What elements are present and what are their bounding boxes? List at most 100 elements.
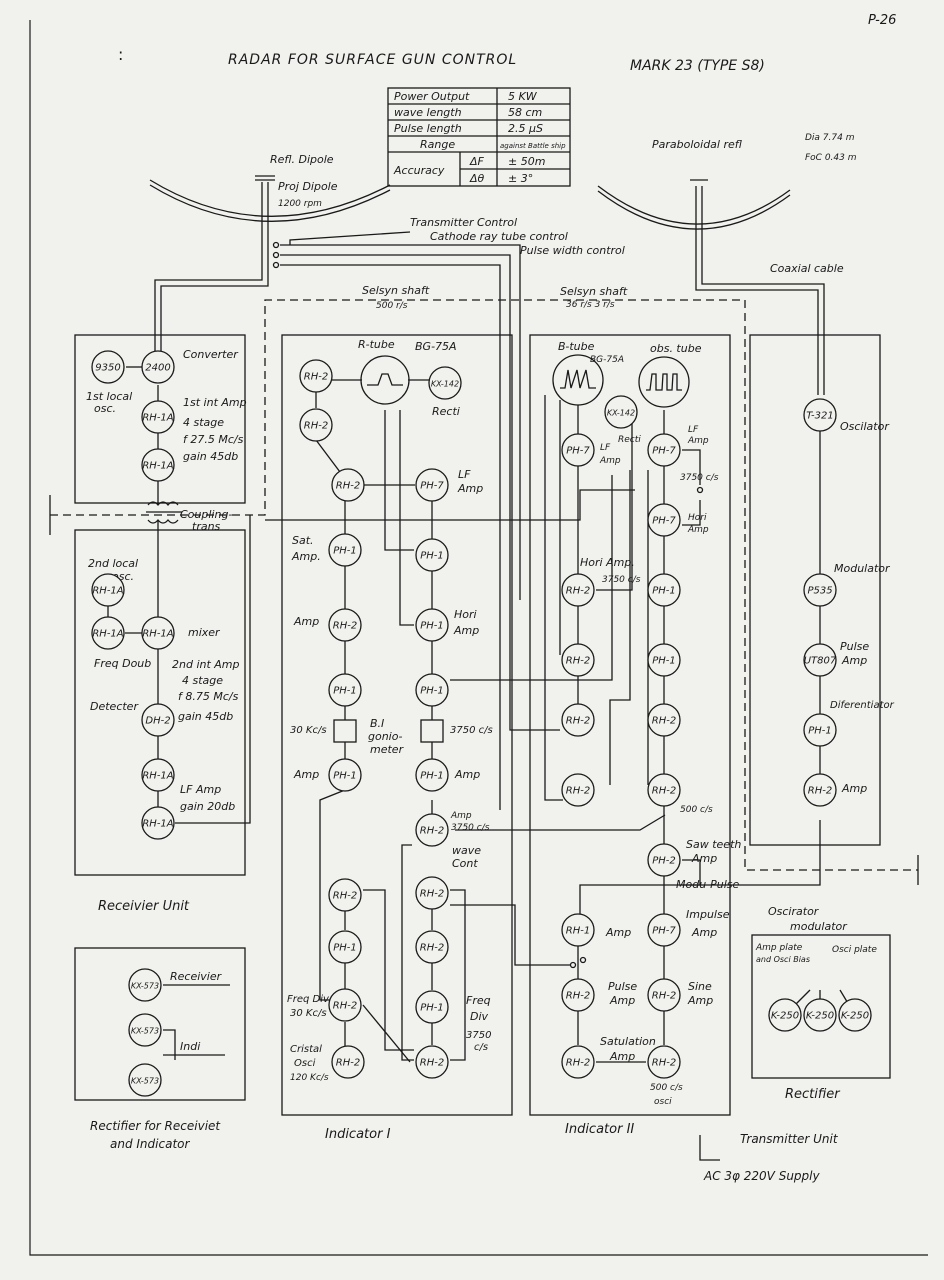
label: Diferentiator [830, 700, 895, 711]
tube-i1_rh2e [415, 813, 449, 847]
indicator-2-box [529, 334, 731, 1116]
coaxial-feeder [695, 186, 819, 395]
tube-k250a [768, 998, 802, 1032]
tube-label: RH-2 [420, 889, 444, 900]
tube-i1_ph1b [415, 538, 449, 572]
tube-label: PH-2 [652, 856, 676, 867]
tube-tx_rh2 [803, 773, 837, 807]
label: Amp [687, 994, 713, 1007]
tube-label: RH-2 [304, 421, 328, 432]
label: Cont [452, 857, 478, 870]
spec-value: 58 cm [508, 106, 542, 119]
label: Satulation [600, 1035, 656, 1048]
label: Recti [618, 435, 641, 445]
tube-i1_rh2g [415, 876, 449, 910]
label: Hori [454, 608, 477, 621]
label: Hori Amp. [580, 556, 635, 569]
label: gain 45db [178, 710, 233, 723]
label: 120 Kc/s [290, 1073, 329, 1083]
tube-label: RH-2 [652, 991, 676, 1002]
spec-value: against Battle ship [500, 142, 566, 150]
tube-i2_ph7c [647, 503, 681, 537]
label: Amp plate [755, 943, 803, 953]
tube-label: RH-1A [142, 819, 173, 830]
tube-label: PH-1 [333, 546, 357, 557]
label: gain 20db [180, 800, 235, 813]
spec-value: ± 3° [508, 172, 533, 185]
tube-i2_rh2c [647, 703, 681, 737]
label: LF [458, 468, 471, 481]
tube-t_rh1d [91, 616, 125, 650]
label: LF [600, 443, 611, 453]
label: 2nd int Amp [172, 658, 240, 671]
tube-label: PH-1 [333, 686, 357, 697]
label: Hori [688, 513, 707, 523]
tube-t_rh1e [141, 616, 175, 650]
page-label: P-26 [868, 13, 896, 28]
tube-i1_rh2f [328, 878, 362, 912]
tube-i1_ph1f [328, 758, 362, 792]
tube-label: RH-1A [142, 413, 173, 424]
tube-label: P535 [807, 586, 832, 597]
tube-label: RH-2 [333, 891, 357, 902]
tube-t2400 [141, 350, 175, 384]
label: 1st local [86, 390, 132, 403]
label: Osci [294, 1058, 316, 1069]
tube-label: RH-1A [92, 586, 123, 597]
label: trans [192, 520, 221, 533]
label: Amp [687, 436, 709, 446]
label: R-tube [358, 338, 395, 351]
tube-label: RH-1A [142, 771, 173, 782]
tube-label: RH-2 [566, 1058, 590, 1069]
label: Amp [454, 768, 480, 781]
tube-label: PH-1 [420, 771, 444, 782]
label: Indicator II [565, 1122, 634, 1137]
tube-label: RH-2 [808, 786, 832, 797]
tube-label: RH-1A [142, 629, 173, 640]
tube-label: DH-2 [145, 716, 170, 727]
tube-label: RH-2 [420, 1058, 444, 1069]
label: Amp [841, 782, 867, 795]
tube-i2_rh2b [561, 643, 595, 677]
label: Pulse [608, 980, 637, 993]
label: AC 3φ 220V Supply [703, 1169, 820, 1183]
left-feeder [154, 182, 263, 355]
spec-table: Power Output 5 KW wave length 58 cm Puls… [393, 90, 566, 185]
tube-label: PH-1 [420, 551, 444, 562]
label: Amp [609, 994, 635, 1007]
label: Receivier Unit [98, 899, 190, 914]
tube-t_rh1c [91, 573, 125, 607]
diagram-subtitle: MARK 23 (TYPE S8) [630, 58, 765, 74]
label: B-tube [558, 340, 595, 353]
indicator-1-box [281, 334, 513, 1116]
label: c/s [474, 1042, 488, 1053]
tube-label: RH-2 [420, 826, 444, 837]
tube-i2_ph1a [647, 573, 681, 607]
label: Amp [293, 615, 319, 628]
label: Transmitter Control [410, 216, 517, 229]
tube-label: PH-1 [420, 621, 444, 632]
label: osc. [94, 402, 116, 415]
label: f 27.5 Mc/s [183, 433, 244, 446]
label: 2nd local [88, 557, 138, 570]
tube-i2_rh2e [561, 773, 595, 807]
label: Modulator [834, 562, 891, 575]
tube-label: PH-7 [420, 481, 444, 492]
label: Saw teeth [686, 838, 741, 851]
label: LF [688, 425, 699, 435]
tube-i2_rh1 [561, 913, 595, 947]
label: Cathode ray tube control [430, 230, 568, 243]
tube-label: KX-142 [607, 409, 635, 418]
label: Receivier [170, 970, 223, 983]
tube-label: PH-7 [652, 926, 676, 937]
tube-label: PH-1 [420, 1003, 444, 1014]
tube-label: 9350 [95, 363, 120, 374]
label: 4 stage [182, 674, 223, 687]
label: Dia 7.74 m [805, 133, 855, 143]
spec-sub: ΔF [469, 155, 485, 168]
spec-label: Accuracy [393, 164, 445, 177]
label: and Osci Bias [756, 955, 810, 964]
tube-i1_ph1i [415, 990, 449, 1024]
tube-i1_ph1h [328, 930, 362, 964]
